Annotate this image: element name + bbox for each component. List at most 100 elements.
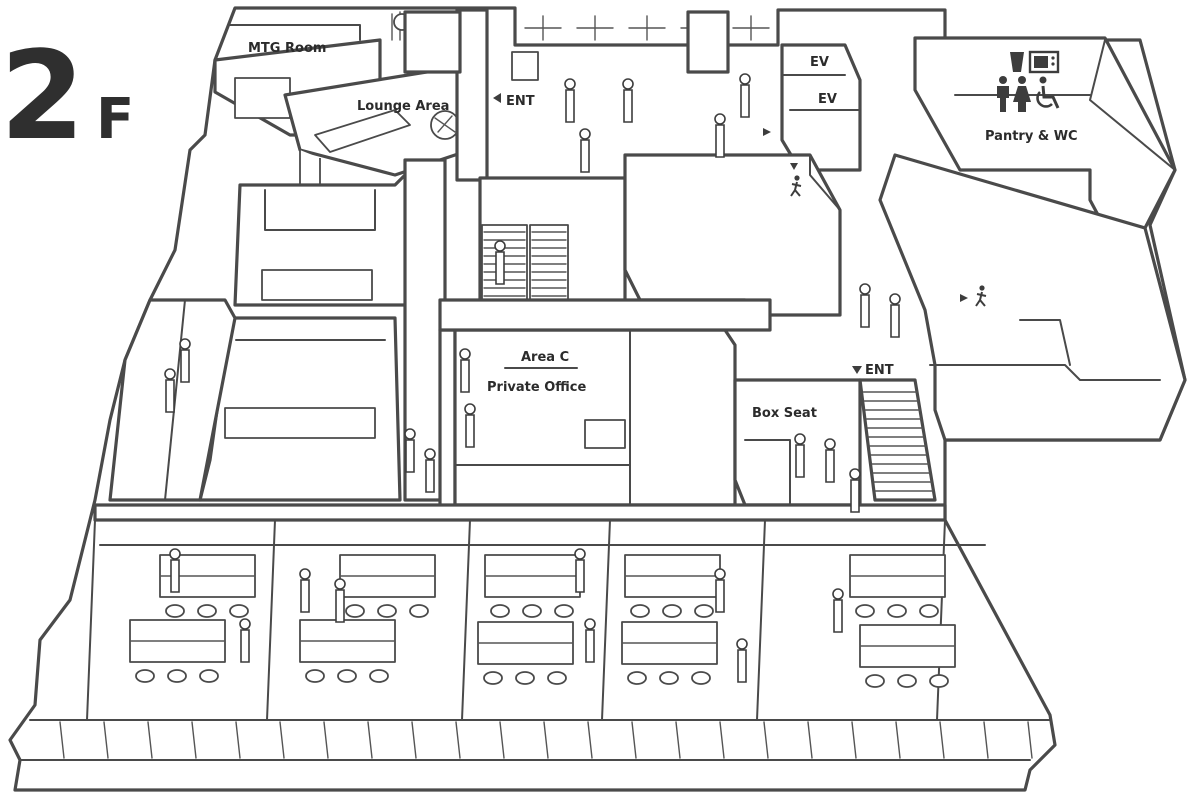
person-head <box>579 128 591 140</box>
left-room-lower <box>198 316 402 502</box>
person-body <box>425 459 435 493</box>
person-body <box>465 414 475 448</box>
cup-icon <box>1010 52 1024 72</box>
person-head <box>164 368 176 380</box>
partition-wall <box>601 519 611 721</box>
person-body <box>580 139 590 173</box>
person-body <box>565 89 575 123</box>
partition-wall <box>756 519 766 721</box>
upper-corridor <box>403 8 489 182</box>
microwave-icon <box>1028 50 1060 74</box>
chair <box>929 674 949 688</box>
facade-rib <box>807 721 813 759</box>
elevator-block: EV EV <box>780 43 862 172</box>
chair <box>855 604 875 618</box>
area-c-title: Area C <box>521 350 569 365</box>
chair <box>515 671 535 685</box>
person-body <box>165 379 175 413</box>
facade-rib <box>367 721 373 759</box>
chair <box>691 671 711 685</box>
chair <box>305 669 325 683</box>
person-body <box>740 84 750 118</box>
person-body <box>715 124 725 158</box>
person-head <box>334 578 346 590</box>
person-head <box>824 438 836 450</box>
chair <box>197 604 217 618</box>
pantry-wc-label: Pantry & WC <box>985 129 1078 144</box>
person-head <box>494 240 506 252</box>
chair <box>229 604 249 618</box>
person-body <box>495 251 505 285</box>
entrance-top-label: ENT <box>506 94 535 109</box>
private-office-label: Private Office <box>487 380 586 395</box>
window-mullion <box>732 15 770 41</box>
person-body <box>575 559 585 593</box>
person-head <box>459 348 471 360</box>
partition-wall <box>266 519 276 721</box>
person-head <box>794 433 806 445</box>
male-icon <box>997 76 1009 112</box>
window-mullion <box>576 15 614 41</box>
chair <box>345 604 365 618</box>
top-window-band <box>524 15 770 41</box>
chair <box>167 669 187 683</box>
emergency-exit-icon <box>960 285 987 307</box>
chair <box>919 604 939 618</box>
person-body <box>833 599 843 633</box>
person-head <box>736 638 748 650</box>
person-head <box>239 618 251 630</box>
right-core-block <box>878 153 1187 442</box>
facade-rib <box>411 721 417 759</box>
chair <box>522 604 542 618</box>
chair <box>377 604 397 618</box>
box-seat-label: Box Seat <box>752 406 817 421</box>
facade-rib <box>147 721 153 759</box>
area-c-block: Area C Private Office <box>438 328 737 512</box>
chair <box>662 604 682 618</box>
person-body <box>850 479 860 513</box>
person-body <box>890 304 900 338</box>
facade-rib <box>983 721 989 759</box>
arrow-down-icon <box>852 366 862 374</box>
core-block <box>623 153 842 317</box>
female-icon <box>1013 76 1031 112</box>
desk-groups <box>129 554 956 688</box>
person-body <box>335 589 345 623</box>
chair <box>865 674 885 688</box>
facade-rib <box>279 721 285 759</box>
facade-rib <box>59 721 65 759</box>
person-head <box>739 73 751 85</box>
floor-number: 2 <box>0 25 85 167</box>
facade-rib <box>455 721 461 759</box>
facade-rib <box>323 721 329 759</box>
partition-wall <box>86 519 96 721</box>
person-head <box>299 568 311 580</box>
open-office-strip <box>86 503 986 721</box>
arrow-right-icon <box>763 128 771 136</box>
facade-rib <box>587 721 593 759</box>
person-body <box>860 294 870 328</box>
person-head <box>714 568 726 580</box>
person-head <box>859 283 871 295</box>
window-mullion <box>524 15 562 41</box>
lounge-area-label: Lounge Area <box>357 99 449 114</box>
person-head <box>574 548 586 560</box>
person-body <box>180 349 190 383</box>
facade-rib <box>191 721 197 759</box>
entrance-right: ENT <box>852 363 894 378</box>
person-body <box>737 649 747 683</box>
people-figures <box>164 73 901 683</box>
person-body <box>825 449 835 483</box>
facade-rib <box>235 721 241 759</box>
facade-rib <box>103 721 109 759</box>
person-head <box>622 78 634 90</box>
arrow-left-icon <box>493 93 501 103</box>
person-body <box>795 444 805 478</box>
entrance-top: ENT <box>493 93 535 109</box>
person-head <box>584 618 596 630</box>
elevator-label-1: EV <box>810 55 829 70</box>
lounge-block <box>283 63 472 186</box>
chair <box>547 671 567 685</box>
